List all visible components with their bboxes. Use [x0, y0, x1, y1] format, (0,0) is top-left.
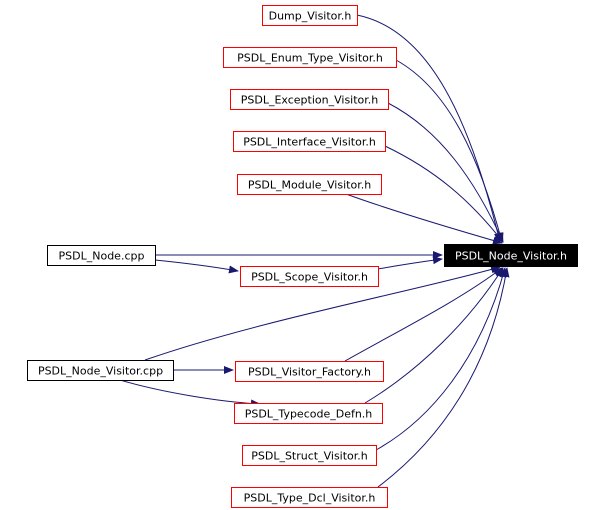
- node-label: PSDL_Interface_Visitor.h: [243, 136, 376, 149]
- edge-psdl-module-visitor-h-to-psdl-node-visitor-h: [345, 193, 503, 245]
- node-box: [27, 360, 174, 381]
- edge-psdl-struct-visitor-h-to-psdl-node-visitor-h: [375, 267, 507, 451]
- node-box: [235, 361, 384, 382]
- node-psdl-node-visitor-cpp[interactable]: PSDL_Node_Visitor.cpp: [27, 360, 174, 381]
- node-psdl-typecode-defn-h[interactable]: PSDL_Typecode_Defn.h: [234, 403, 383, 424]
- node-psdl-exception-visitor-h[interactable]: PSDL_Exception_Visitor.h: [230, 89, 389, 110]
- node-box: [231, 487, 388, 508]
- edge-psdl-visitor-factory-h-to-psdl-node-visitor-h: [344, 267, 503, 362]
- node-label: PSDL_Node_Visitor.cpp: [38, 365, 163, 378]
- node-label: PSDL_Exception_Visitor.h: [241, 94, 379, 107]
- node-label: PSDL_Module_Visitor.h: [248, 179, 371, 192]
- node-label: PSDL_Typecode_Defn.h: [245, 408, 373, 421]
- edge-dump-visitor-h-to-psdl-node-visitor-h: [356, 14, 502, 243]
- node-box: [234, 403, 383, 424]
- node-box: [237, 174, 382, 195]
- node-box: [47, 245, 156, 266]
- node-psdl-enum-type-visitor-h[interactable]: PSDL_Enum_Type_Visitor.h: [223, 47, 397, 68]
- node-label: PSDL_Scope_Visitor.h: [251, 271, 368, 284]
- edge-psdl-typecode-defn-h-to-psdl-node-visitor-h: [364, 267, 504, 404]
- node-psdl-node-visitor-h[interactable]: PSDL_Node_Visitor.h: [444, 244, 578, 267]
- edge-psdl-interface-visitor-h-to-psdl-node-visitor-h: [384, 145, 504, 243]
- node-label: PSDL_Node.cpp: [59, 250, 145, 263]
- edge-psdl-node-visitor-cpp-to-psdl-node-visitor-h: [144, 265, 501, 361]
- node-dump-visitor-h[interactable]: Dump_Visitor.h: [262, 5, 358, 26]
- node-label: PSDL_Node_Visitor.h: [455, 250, 567, 263]
- node-label: PSDL_Enum_Type_Visitor.h: [237, 52, 383, 65]
- edge-psdl-scope-visitor-h-to-psdl-node-visitor-h: [377, 256, 443, 270]
- node-label: Dump_Visitor.h: [269, 10, 352, 23]
- node-box: [262, 5, 358, 26]
- node-label: PSDL_Struct_Visitor.h: [251, 450, 368, 463]
- node-label: PSDL_Type_Dcl_Visitor.h: [244, 492, 376, 505]
- edges: [119, 14, 510, 488]
- node-box: [223, 47, 397, 68]
- node-box: [240, 266, 379, 287]
- node-psdl-struct-visitor-h[interactable]: PSDL_Struct_Visitor.h: [242, 445, 377, 466]
- edge-psdl-type-dcl-visitor-h-to-psdl-node-visitor-h: [377, 267, 510, 488]
- edge-psdl-node-visitor-cpp-to-psdl-typecode-defn-h: [119, 379, 261, 408]
- node-box: [233, 131, 386, 152]
- nodes: Dump_Visitor.hPSDL_Enum_Type_Visitor.hPS…: [27, 5, 578, 508]
- node-psdl-visitor-factory-h[interactable]: PSDL_Visitor_Factory.h: [235, 361, 384, 382]
- node-psdl-node-cpp[interactable]: PSDL_Node.cpp: [47, 245, 156, 266]
- node-box: [444, 244, 578, 267]
- node-label: PSDL_Visitor_Factory.h: [248, 366, 371, 379]
- node-psdl-module-visitor-h[interactable]: PSDL_Module_Visitor.h: [237, 174, 382, 195]
- edge-psdl-node-cpp-to-psdl-scope-visitor-h: [154, 259, 239, 274]
- edge-psdl-exception-visitor-h-to-psdl-node-visitor-h: [387, 102, 504, 243]
- node-psdl-scope-visitor-h[interactable]: PSDL_Scope_Visitor.h: [240, 266, 379, 287]
- node-box: [242, 445, 377, 466]
- node-psdl-interface-visitor-h[interactable]: PSDL_Interface_Visitor.h: [233, 131, 386, 152]
- edge-psdl-enum-type-visitor-h-to-psdl-node-visitor-h: [395, 59, 504, 243]
- node-psdl-type-dcl-visitor-h[interactable]: PSDL_Type_Dcl_Visitor.h: [231, 487, 388, 508]
- node-box: [230, 89, 389, 110]
